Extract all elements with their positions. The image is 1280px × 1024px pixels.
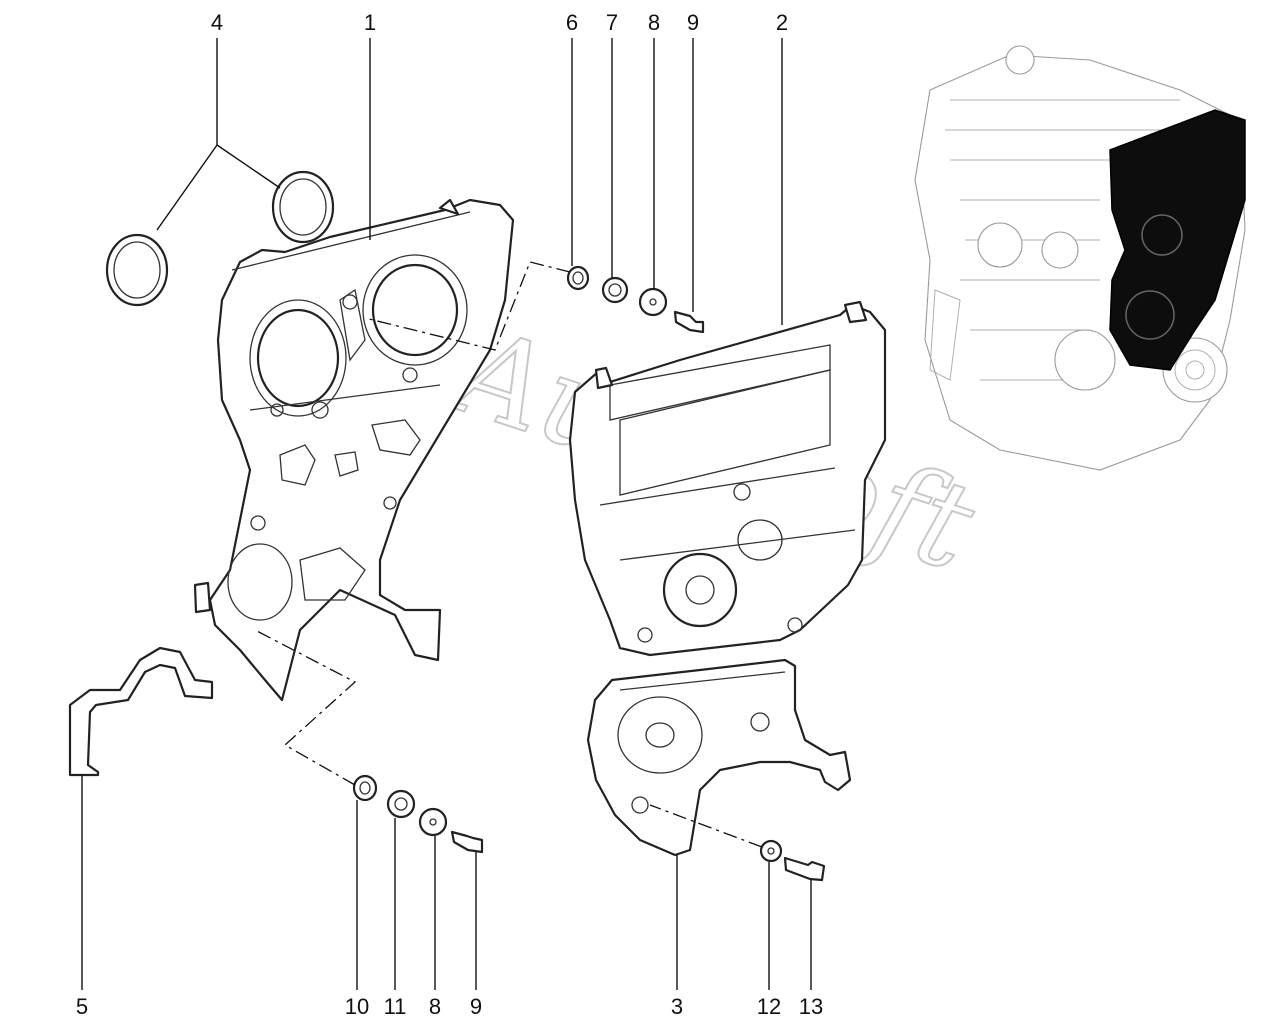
callout-9-upper: 9 xyxy=(687,10,699,35)
callout-7: 7 xyxy=(606,10,618,35)
callout-8-upper: 8 xyxy=(648,10,660,35)
fastener-set-right xyxy=(759,839,826,882)
callout-9-lower: 9 xyxy=(470,994,482,1019)
fastener-set-lower xyxy=(352,774,484,854)
fastener-set-upper xyxy=(566,265,705,334)
callout-4: 4 xyxy=(211,10,223,35)
callout-13: 13 xyxy=(799,994,823,1019)
callout-1: 1 xyxy=(364,10,376,35)
engine-location-thumbnail xyxy=(914,45,1246,471)
callout-8-lower: 8 xyxy=(429,994,441,1019)
callout-2: 2 xyxy=(776,10,788,35)
callout-5: 5 xyxy=(76,994,88,1019)
part-5-bracket xyxy=(68,646,214,777)
timing-cover-highlight xyxy=(1109,109,1246,371)
part-2-upper-front-cover xyxy=(568,300,887,657)
callout-12: 12 xyxy=(757,994,781,1019)
callout-6: 6 xyxy=(566,10,578,35)
callout-10: 10 xyxy=(345,994,369,1019)
callout-3: 3 xyxy=(671,994,683,1019)
part-4-seal-rings xyxy=(105,170,335,307)
callout-11: 11 xyxy=(384,994,407,1019)
leader-lines xyxy=(81,38,812,990)
callout-labels: 4 1 6 7 8 9 2 5 10 11 8 9 3 12 13 xyxy=(76,10,823,1019)
part-1-rear-timing-cover xyxy=(193,198,515,702)
assembly-axes xyxy=(254,261,763,848)
part-3-lower-front-cover xyxy=(586,658,852,857)
